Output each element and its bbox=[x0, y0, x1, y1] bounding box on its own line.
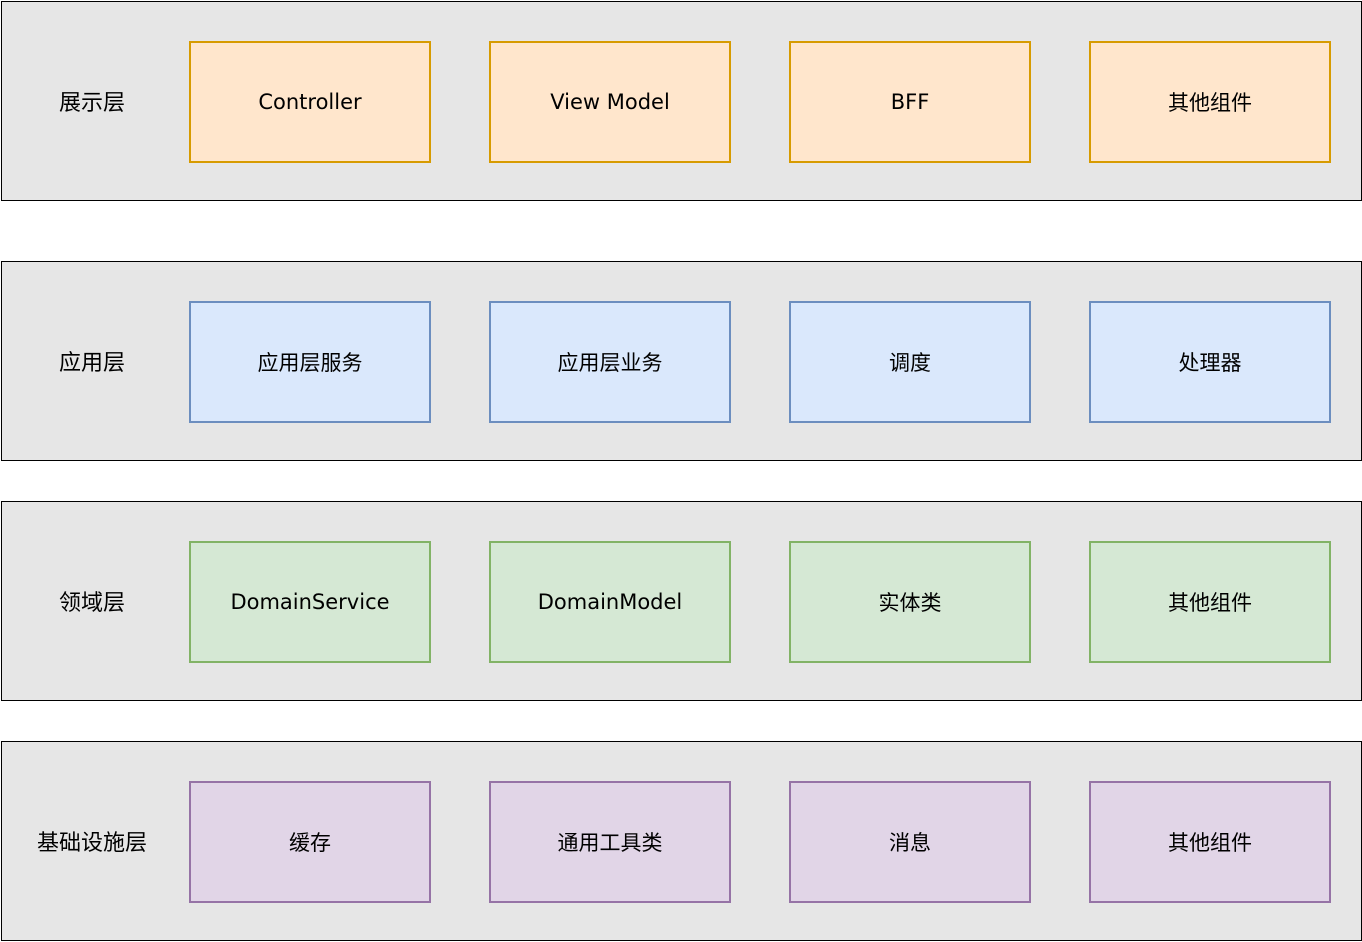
layer-label: 领域层 bbox=[58, 591, 125, 616]
component-box: 其他组件 bbox=[1089, 541, 1331, 663]
layer-domain: 领域层 DomainService DomainModel 实体类 其他组件 bbox=[1, 501, 1362, 701]
component-box: 处理器 bbox=[1089, 301, 1331, 423]
component-box: Controller bbox=[189, 41, 431, 163]
component-box: BFF bbox=[789, 41, 1031, 163]
component-box: DomainModel bbox=[489, 541, 731, 663]
component-box: 其他组件 bbox=[1089, 41, 1331, 163]
component-box: 消息 bbox=[789, 781, 1031, 903]
component-box: 缓存 bbox=[189, 781, 431, 903]
component-box: DomainService bbox=[189, 541, 431, 663]
layer-application: 应用层 应用层服务 应用层业务 调度 处理器 bbox=[1, 261, 1362, 461]
component-box: 通用工具类 bbox=[489, 781, 731, 903]
component-box: 调度 bbox=[789, 301, 1031, 423]
layer-label: 展示层 bbox=[58, 91, 125, 116]
component-box: View Model bbox=[489, 41, 731, 163]
layer-label: 基础设施层 bbox=[36, 831, 147, 856]
component-box: 其他组件 bbox=[1089, 781, 1331, 903]
layer-label: 应用层 bbox=[58, 351, 125, 376]
layer-infrastructure: 基础设施层 缓存 通用工具类 消息 其他组件 bbox=[1, 741, 1362, 941]
component-box: 应用层业务 bbox=[489, 301, 731, 423]
layer-presentation: 展示层 Controller View Model BFF 其他组件 bbox=[1, 1, 1362, 201]
component-box: 应用层服务 bbox=[189, 301, 431, 423]
component-box: 实体类 bbox=[789, 541, 1031, 663]
